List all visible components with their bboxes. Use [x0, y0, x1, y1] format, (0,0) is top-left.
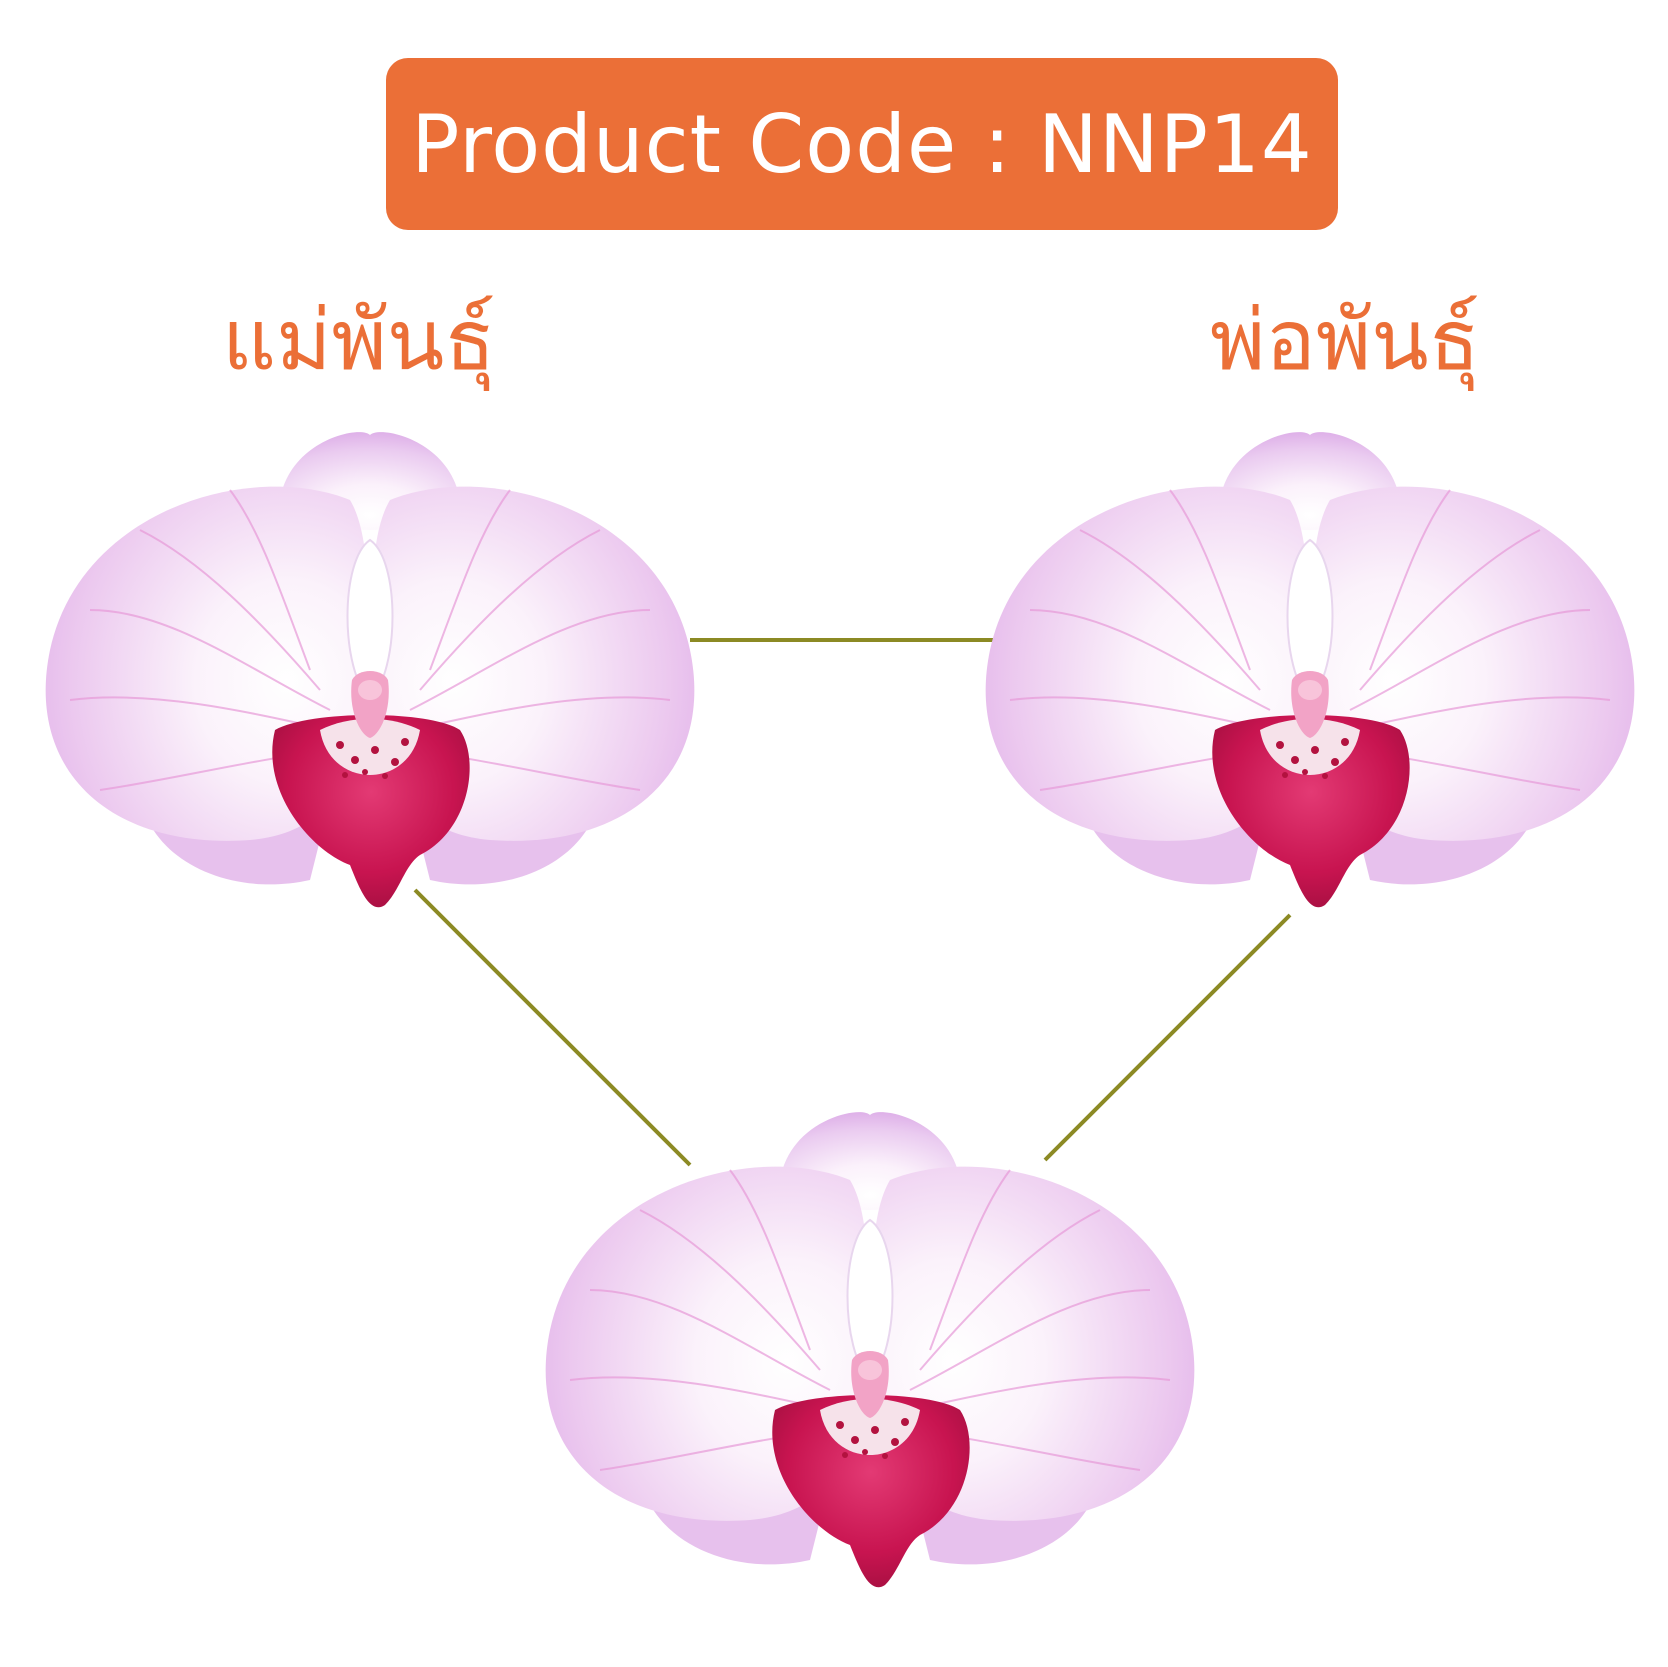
father-flower-icon [984, 431, 1636, 909]
product-code-banner: Product Code : NNP14 [386, 58, 1338, 230]
offspring-flower-icon [544, 1111, 1196, 1589]
mother-flower-icon [44, 431, 696, 909]
connector-left [413, 888, 692, 1167]
connector-right [1043, 913, 1292, 1162]
connector-lines [413, 638, 1292, 1167]
mother-parent-label: แม่พันธุ์ [222, 291, 496, 389]
father-parent-label: พ่อพันธุ์ [1210, 291, 1480, 389]
